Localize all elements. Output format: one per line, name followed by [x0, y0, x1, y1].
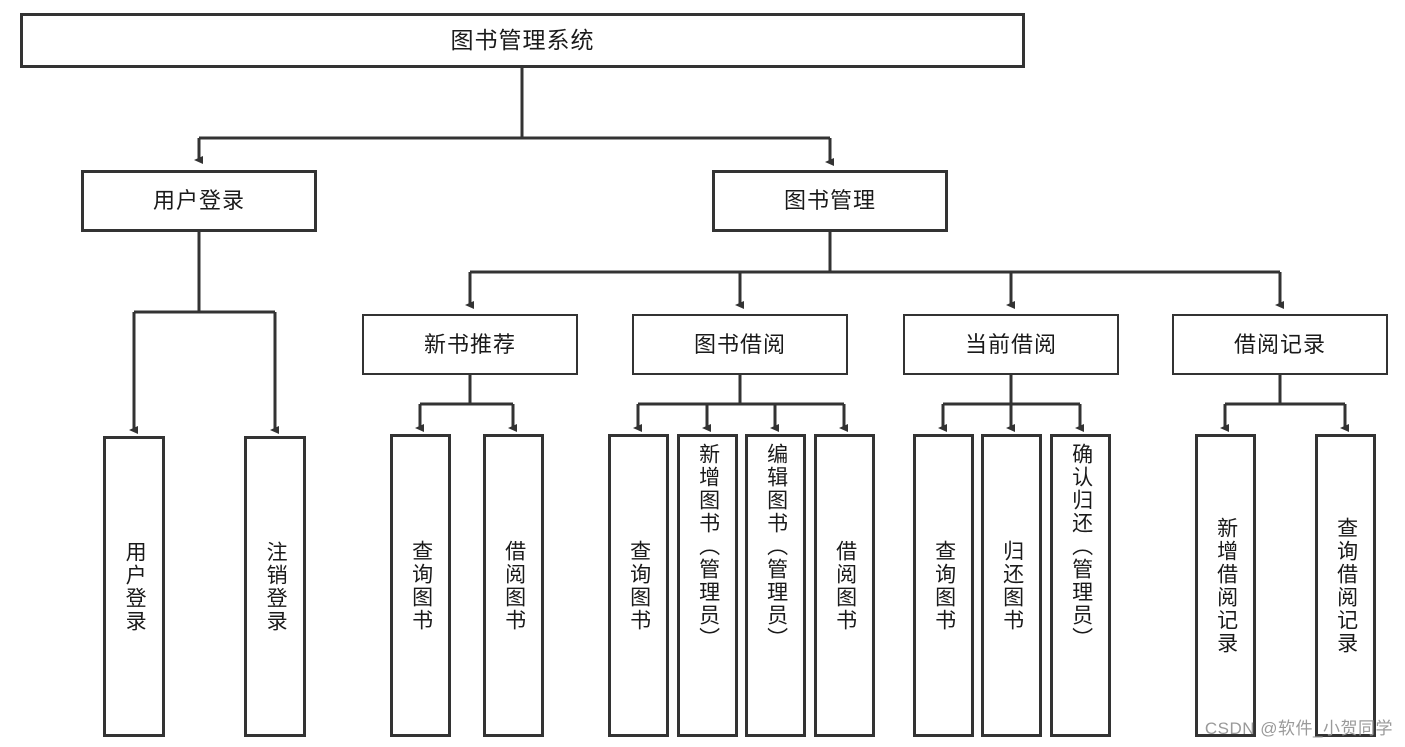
- leaf-edit-book[interactable]: 编辑图书（管理员）: [745, 434, 806, 737]
- leaf-confirm-return-label: 确认归还（管理员）: [1069, 443, 1093, 650]
- leaf-query-borrow-record[interactable]: 查询借阅记录: [1315, 434, 1376, 737]
- node-root[interactable]: 图书管理系统: [20, 13, 1025, 68]
- leaf-query-book-1-label: 查询图书: [409, 539, 433, 632]
- leaf-query-book-2[interactable]: 查询图书: [608, 434, 669, 737]
- leaf-query-book-2-label: 查询图书: [627, 539, 651, 632]
- node-user-login-label: 用户登录: [152, 188, 245, 214]
- leaf-user-login-label: 用户登录: [123, 540, 147, 633]
- leaf-user-login[interactable]: 用户登录: [103, 436, 165, 737]
- leaf-add-borrow-record[interactable]: 新增借阅记录: [1195, 434, 1256, 737]
- node-new-book-recommend-label: 新书推荐: [423, 331, 516, 357]
- leaf-borrow-book-1[interactable]: 借阅图书: [483, 434, 544, 737]
- node-borrow-record-label: 借阅记录: [1233, 331, 1326, 357]
- leaf-query-borrow-record-label: 查询借阅记录: [1334, 516, 1358, 655]
- leaf-borrow-book-2-label: 借阅图书: [833, 539, 857, 632]
- node-book-borrow[interactable]: 图书借阅: [632, 314, 848, 375]
- node-current-borrow-label: 当前借阅: [964, 331, 1057, 357]
- leaf-query-book-1[interactable]: 查询图书: [390, 434, 451, 737]
- node-root-label: 图书管理系统: [450, 26, 595, 53]
- node-user-login[interactable]: 用户登录: [81, 170, 317, 232]
- leaf-return-book-label: 归还图书: [1000, 539, 1024, 632]
- leaf-query-book-3[interactable]: 查询图书: [913, 434, 974, 737]
- leaf-add-book-label: 新增图书（管理员）: [696, 443, 720, 650]
- leaf-add-borrow-record-label: 新增借阅记录: [1214, 516, 1238, 655]
- node-book-manage[interactable]: 图书管理: [712, 170, 948, 232]
- leaf-logout-label: 注销登录: [264, 540, 288, 633]
- leaf-borrow-book-1-label: 借阅图书: [502, 539, 526, 632]
- node-book-borrow-label: 图书借阅: [693, 331, 786, 357]
- node-current-borrow[interactable]: 当前借阅: [903, 314, 1119, 375]
- node-book-manage-label: 图书管理: [783, 188, 876, 214]
- leaf-query-book-3-label: 查询图书: [932, 539, 956, 632]
- leaf-logout[interactable]: 注销登录: [244, 436, 306, 737]
- leaf-borrow-book-2[interactable]: 借阅图书: [814, 434, 875, 737]
- node-new-book-recommend[interactable]: 新书推荐: [362, 314, 578, 375]
- leaf-add-book[interactable]: 新增图书（管理员）: [677, 434, 738, 737]
- leaf-confirm-return[interactable]: 确认归还（管理员）: [1050, 434, 1111, 737]
- leaf-return-book[interactable]: 归还图书: [981, 434, 1042, 737]
- leaf-edit-book-label: 编辑图书（管理员）: [764, 443, 788, 650]
- node-borrow-record[interactable]: 借阅记录: [1172, 314, 1388, 375]
